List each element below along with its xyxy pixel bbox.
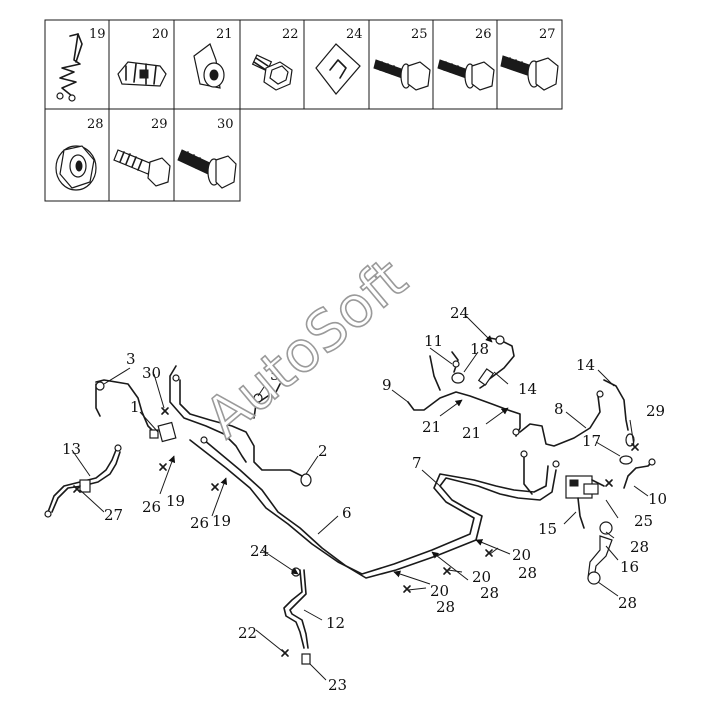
flange-bolt-icon <box>373 59 431 91</box>
catalog-num-20: 20 <box>152 27 169 42</box>
callout-13: 13 <box>62 440 81 458</box>
callout-26-right: 26 <box>190 514 209 532</box>
catalog-num-30: 30 <box>217 117 234 132</box>
callout-28-e: 28 <box>618 594 637 612</box>
callout-8: 8 <box>554 400 564 418</box>
callout-25: 25 <box>634 512 653 530</box>
callout-24-lower: 24 <box>250 542 269 560</box>
catalog-num-19: 19 <box>89 27 106 42</box>
callout-7: 7 <box>412 454 422 472</box>
callout-28-a: 28 <box>518 564 537 582</box>
watermark: AutoSoft <box>193 246 419 450</box>
callout-15: 15 <box>538 520 557 538</box>
callout-26-left: 26 <box>142 498 161 516</box>
catalog-num-21: 21 <box>216 27 233 42</box>
callouts: 1 2 3 5 6 7 8 9 10 11 12 13 14 14 15 16 … <box>62 304 667 694</box>
catalog-num-26: 26 <box>475 27 492 42</box>
catalog-num-29: 29 <box>151 117 168 132</box>
callout-22: 22 <box>238 624 257 642</box>
hex-bolt-icon <box>113 149 171 187</box>
spring-clip-icon <box>315 43 361 95</box>
callout-16: 16 <box>620 558 639 576</box>
callout-21-right: 21 <box>462 424 481 442</box>
mounting-bracket <box>587 521 613 585</box>
callout-5: 5 <box>270 366 280 384</box>
callout-3: 3 <box>126 350 136 368</box>
callout-14-right: 14 <box>576 356 595 374</box>
callout-14-upper: 14 <box>518 380 537 398</box>
callout-27: 27 <box>104 506 123 524</box>
catalog-num-28: 28 <box>87 117 104 132</box>
callout-28-c: 28 <box>436 598 455 616</box>
callout-29: 29 <box>646 402 665 420</box>
callout-20-b: 20 <box>472 568 491 586</box>
callout-12: 12 <box>326 614 345 632</box>
catalog-num-25: 25 <box>411 27 428 42</box>
wire-clip-icon <box>56 33 83 102</box>
callout-30: 30 <box>142 364 161 382</box>
catalog-num-22: 22 <box>282 27 299 42</box>
callout-2: 2 <box>318 442 328 460</box>
callout-20-c: 20 <box>430 582 449 600</box>
callout-24-upper: 24 <box>450 304 469 322</box>
callout-11: 11 <box>424 332 443 350</box>
callout-18: 18 <box>470 340 489 358</box>
bracket-clip-icon <box>193 43 225 89</box>
flange-bolt-icon <box>500 55 559 91</box>
proportioning-valve <box>565 475 605 529</box>
callout-19-right: 19 <box>212 512 231 530</box>
catalog-num-24: 24 <box>346 27 363 42</box>
callout-21-left: 21 <box>422 418 441 436</box>
callout-17: 17 <box>582 432 601 450</box>
callout-28-d: 28 <box>630 538 649 556</box>
brake-pipe-assembly <box>44 335 656 665</box>
callout-9: 9 <box>382 376 392 394</box>
flange-bolt-icon <box>437 59 495 91</box>
callout-6: 6 <box>342 504 352 522</box>
leader-lines <box>71 315 649 681</box>
callout-19-left: 19 <box>166 492 185 510</box>
callout-10: 10 <box>648 490 667 508</box>
cross-marks <box>73 407 639 657</box>
flange-nut-icon <box>55 145 97 191</box>
catalog-num-27: 27 <box>539 27 556 42</box>
callout-28-b: 28 <box>480 584 499 602</box>
pipe-clamp-icon <box>117 61 167 87</box>
short-bolt-icon <box>251 54 293 91</box>
callout-20-a: 20 <box>512 546 531 564</box>
flange-bolt-icon <box>177 149 237 189</box>
parts-catalog: 19 20 21 22 24 25 26 27 28 29 30 <box>44 19 563 202</box>
callout-23: 23 <box>328 676 347 694</box>
callout-1: 1 <box>130 398 140 416</box>
